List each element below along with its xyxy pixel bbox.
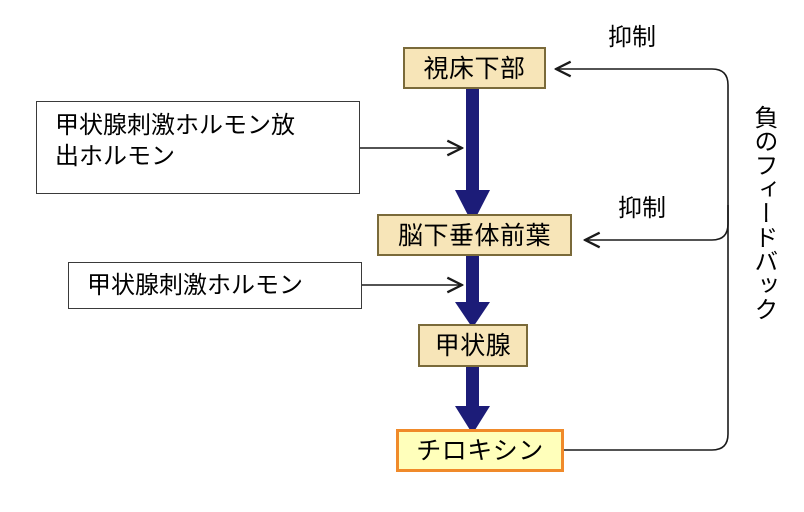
label-inhibition-lower: 抑制 [618, 196, 666, 220]
label-negative-feedback-text: 負のフィードバック [749, 105, 778, 321]
feedback-main-rail [556, 69, 729, 451]
label-inhibition-upper: 抑制 [608, 25, 656, 49]
hormone-box-trh-line2: 出ホルモン [55, 141, 175, 170]
hormone-box-trh[interactable]: 甲状腺刺激ホルモン放 出ホルモン [36, 101, 360, 194]
node-thyroid-gland[interactable]: 甲状腺 [418, 324, 528, 367]
flow-arrow-hypothalamus-to-pituitary [455, 88, 490, 224]
node-anterior-pituitary-label: 脳下垂体前葉 [397, 220, 551, 250]
node-thyroid-gland-label: 甲状腺 [434, 331, 512, 360]
node-anterior-pituitary[interactable]: 脳下垂体前葉 [377, 214, 572, 256]
feedback-branch-to-pituitary [585, 205, 729, 240]
hormone-box-tsh-label: 甲状腺刺激ホルモン [87, 271, 303, 300]
hormone-box-trh-line1: 甲状腺刺激ホルモン放 [55, 111, 295, 139]
flow-arrow-thyroid-to-thyroxine [455, 366, 490, 434]
label-inhibition-lower-text: 抑制 [618, 194, 666, 222]
node-thyroxine-label: チロキシン [416, 436, 544, 465]
hormone-box-tsh[interactable]: 甲状腺刺激ホルモン [68, 262, 362, 309]
node-thyroxine[interactable]: チロキシン [396, 429, 564, 472]
node-hypothalamus[interactable]: 視床下部 [403, 47, 546, 89]
label-inhibition-upper-text: 抑制 [608, 23, 656, 51]
label-negative-feedback: 負のフィードバック [749, 105, 778, 321]
flow-arrow-pituitary-to-thyroid [455, 255, 490, 328]
node-hypothalamus-label: 視床下部 [423, 53, 526, 83]
